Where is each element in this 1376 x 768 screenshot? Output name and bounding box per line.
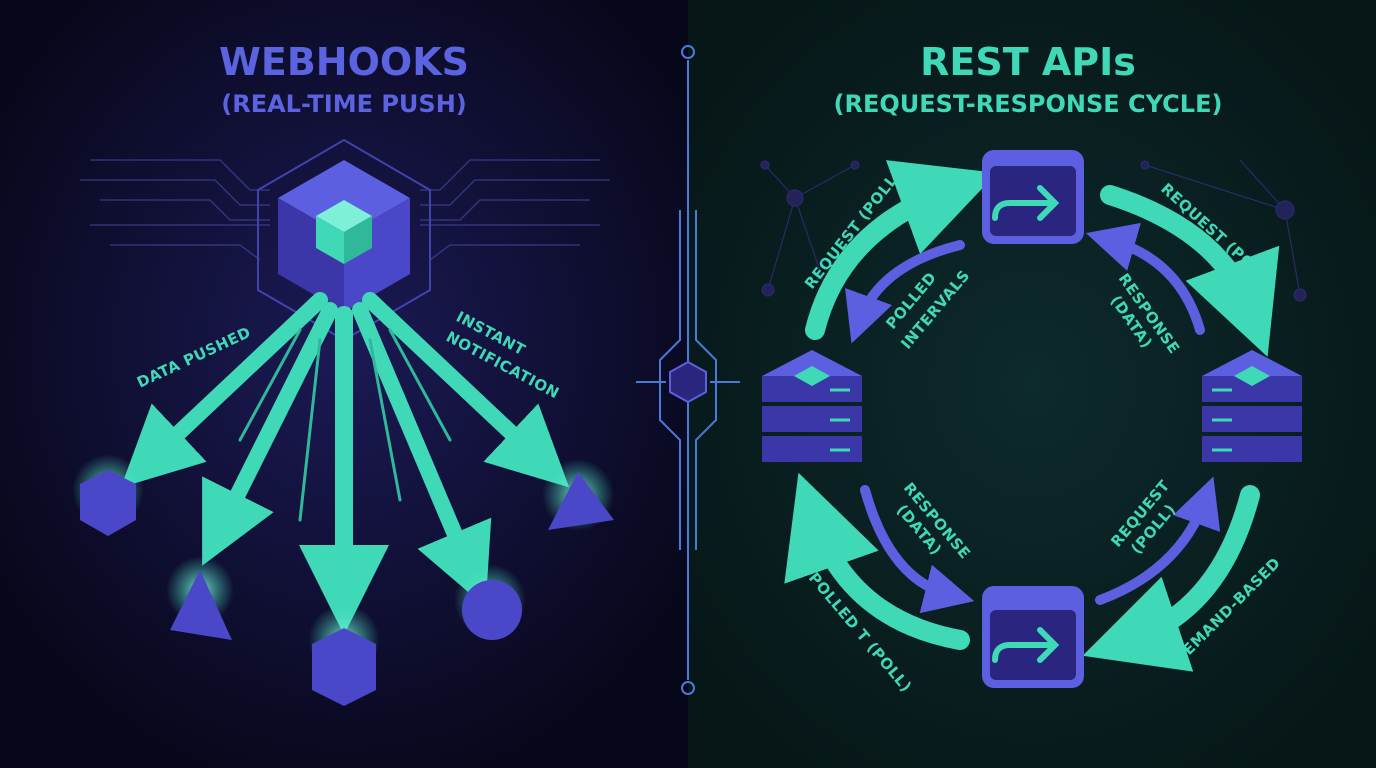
network-decoration (760, 159, 1307, 302)
webhooks-subtitle: (REAL-TIME PUSH) (221, 90, 467, 118)
rest-subtitle: (REQUEST-RESPONSE CYCLE) (834, 90, 1223, 118)
cycle-arrows (784, 160, 1280, 672)
client-window-icon (982, 150, 1084, 244)
pyramid-endpoint-icon (170, 570, 232, 640)
cube-endpoint-icon (312, 628, 376, 706)
webhook-hub-cube-icon (278, 160, 410, 312)
server-stack-icon (762, 350, 862, 462)
webhooks-title: WEBHOOKS (219, 40, 469, 84)
push-arrows (120, 292, 570, 635)
server-stack-icon (1202, 350, 1302, 462)
sphere-endpoint-icon (462, 580, 522, 640)
client-window-icon (982, 586, 1084, 688)
center-divider (636, 45, 740, 695)
pyramid-endpoint-icon (548, 472, 614, 530)
endpoint-shapes (72, 454, 614, 706)
cube-endpoint-icon (80, 470, 136, 536)
rest-title: REST APIs (920, 40, 1136, 84)
